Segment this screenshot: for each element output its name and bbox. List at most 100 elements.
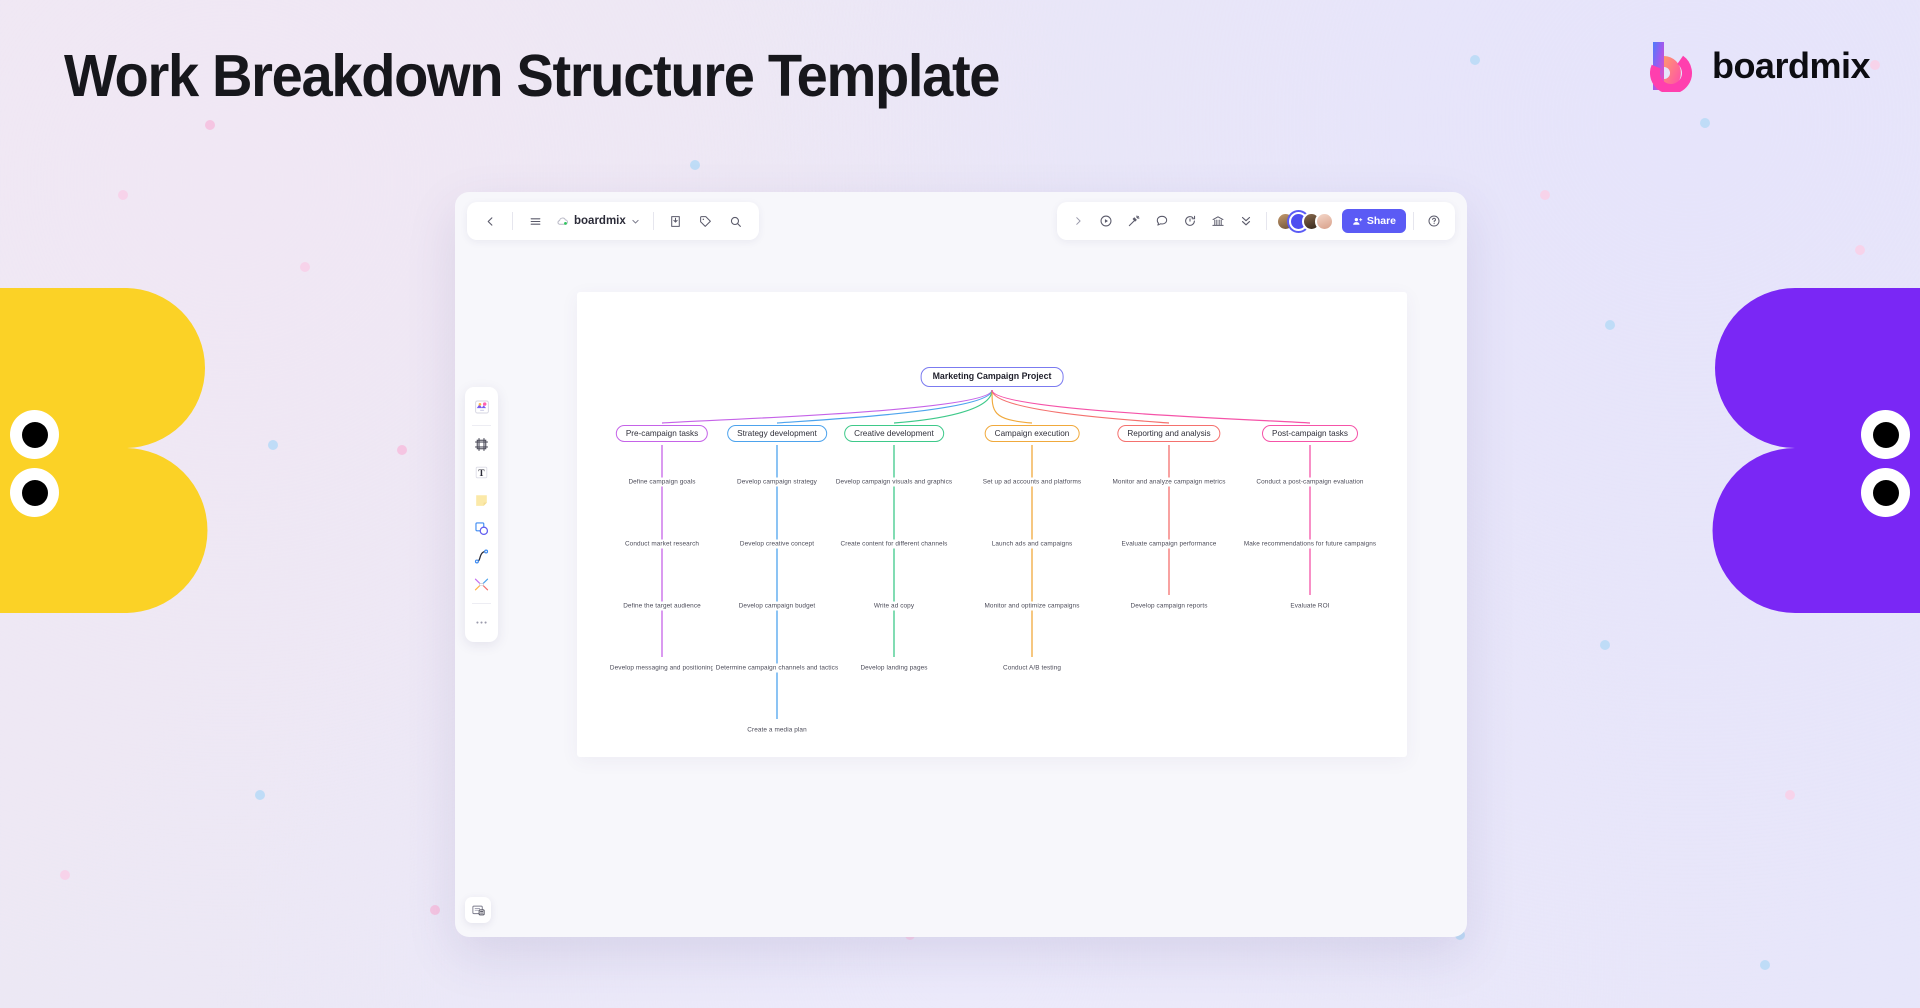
- timer-icon[interactable]: [1177, 208, 1203, 234]
- connector-icon: [474, 578, 489, 591]
- background-dot: [1605, 320, 1615, 330]
- mindmap-leaf-node[interactable]: Develop landing pages: [857, 663, 931, 673]
- pen-curve-icon: [474, 549, 489, 564]
- background-dot: [1600, 640, 1610, 650]
- search-icon[interactable]: [723, 208, 749, 234]
- mindmap-leaf-node[interactable]: Develop campaign reports: [1127, 601, 1211, 611]
- mindmap-leaf-node[interactable]: Develop campaign visuals and graphics: [832, 477, 956, 487]
- eye-upper: [1861, 410, 1910, 459]
- shape-tool[interactable]: [469, 516, 494, 541]
- chevron-right-icon[interactable]: [1065, 208, 1091, 234]
- mindmap-leaf-node[interactable]: Evaluate ROI: [1287, 601, 1333, 611]
- purple-character: [1710, 288, 1920, 613]
- divider: [472, 425, 491, 426]
- share-user-icon: [1353, 217, 1363, 225]
- mindmap-leaf-node[interactable]: Define campaign goals: [625, 477, 699, 487]
- shape-icon: [475, 522, 489, 536]
- eye-lower: [1861, 468, 1910, 517]
- left-tool-palette: T: [465, 387, 498, 642]
- background-dot: [1855, 245, 1865, 255]
- menu-icon[interactable]: [522, 208, 548, 234]
- mindmap-leaf-node[interactable]: Monitor and analyze campaign metrics: [1109, 477, 1229, 487]
- background-dot: [1540, 190, 1550, 200]
- templates-tool[interactable]: [469, 394, 494, 419]
- background-dot: [300, 262, 310, 272]
- boardmix-logo-text: boardmix: [1711, 45, 1871, 86]
- background-dot: [430, 905, 440, 915]
- mindmap-leaf-node[interactable]: Create content for different channels: [837, 539, 951, 549]
- background-dot: [1760, 960, 1770, 970]
- mindmap-connector: [991, 389, 1170, 424]
- help-icon[interactable]: [1421, 208, 1447, 234]
- boardmix-app-window: boardmix: [455, 192, 1467, 937]
- mindmap-leaf-node[interactable]: Define the target audience: [620, 601, 704, 611]
- pen-tool[interactable]: [469, 544, 494, 569]
- mindmap-branch-node[interactable]: Pre-campaign tasks: [615, 425, 709, 443]
- mindmap-leaf-node[interactable]: Develop creative concept: [736, 539, 818, 549]
- sticky-note-icon: [476, 495, 487, 506]
- file-name-chip[interactable]: boardmix: [552, 215, 644, 228]
- mindmap-leaf-node[interactable]: Conduct market research: [621, 539, 703, 549]
- cloud-icon: [557, 217, 568, 225]
- background-dot: [690, 160, 700, 170]
- mindmap-leaf-node[interactable]: Conduct a post-campaign evaluation: [1253, 477, 1367, 487]
- back-icon[interactable]: [477, 208, 503, 234]
- collapse-icon[interactable]: [1233, 208, 1259, 234]
- mindmap-connector: [991, 389, 1311, 424]
- background-dot: [1470, 55, 1480, 65]
- boardmix-logo-icon: [1649, 42, 1692, 92]
- avatar[interactable]: [1314, 211, 1334, 231]
- mindmap-leaf-node[interactable]: Set up ad accounts and platforms: [979, 477, 1085, 487]
- tag-icon[interactable]: [693, 208, 719, 234]
- mindmap-leaf-node[interactable]: Develop messaging and positioning: [606, 663, 718, 673]
- frame-tool[interactable]: [469, 432, 494, 457]
- mindmap-leaf-node[interactable]: Evaluate campaign performance: [1118, 539, 1220, 549]
- divider: [1265, 212, 1267, 230]
- mindmap-leaf-node[interactable]: Write ad copy: [870, 601, 918, 611]
- mindmap-leaf-node[interactable]: Develop campaign budget: [735, 601, 819, 611]
- divider: [512, 212, 513, 230]
- magic-icon[interactable]: [1121, 208, 1147, 234]
- background-dot: [1700, 118, 1710, 128]
- more-tool[interactable]: [469, 610, 494, 635]
- mindmap-leaf-node[interactable]: Monitor and optimize campaigns: [981, 601, 1083, 611]
- mindmap-branch-node[interactable]: Post-campaign tasks: [1262, 425, 1358, 443]
- eye-lower: [10, 468, 59, 517]
- svg-text:T: T: [478, 468, 484, 478]
- mindmap-root-node[interactable]: Marketing Campaign Project: [920, 367, 1064, 387]
- mindmap-branch-node[interactable]: Campaign execution: [984, 425, 1080, 443]
- share-button[interactable]: Share: [1341, 209, 1406, 233]
- mindmap-connectors: [661, 389, 1311, 719]
- mindmap-branch-node[interactable]: Creative development: [844, 425, 944, 443]
- mindmap-branch-node[interactable]: Strategy development: [727, 425, 827, 443]
- present-icon[interactable]: [1093, 208, 1119, 234]
- bank-icon[interactable]: [1205, 208, 1231, 234]
- collaborator-avatars[interactable]: [1275, 211, 1334, 231]
- connector-tool[interactable]: [469, 572, 494, 597]
- background-dot: [268, 440, 278, 450]
- purple-blob-shape: [1712, 288, 1920, 613]
- mindmap-connector: [893, 389, 993, 424]
- text-icon: T: [475, 466, 488, 479]
- mindmap-leaf-node[interactable]: Create a media plan: [744, 725, 810, 735]
- background-dot: [397, 445, 407, 455]
- divider: [1413, 212, 1414, 230]
- sticky-note-tool[interactable]: [469, 488, 494, 513]
- file-name-label: boardmix: [574, 215, 626, 227]
- background-dot: [1870, 60, 1880, 70]
- mindmap-leaf-node[interactable]: Make recommendations for future campaign…: [1240, 539, 1380, 549]
- comment-icon[interactable]: [1149, 208, 1175, 234]
- mindmap-leaf-node[interactable]: Develop campaign strategy: [734, 477, 820, 487]
- mindmap-branch-node[interactable]: Reporting and analysis: [1117, 425, 1221, 443]
- text-tool[interactable]: T: [469, 460, 494, 485]
- chevron-down-icon[interactable]: [631, 217, 640, 226]
- mindmap-leaf-node[interactable]: Determine campaign channels and tactics: [712, 663, 842, 673]
- mindmap-leaf-node[interactable]: Conduct A/B testing: [999, 663, 1065, 673]
- slides-button[interactable]: [465, 897, 491, 923]
- divider: [652, 212, 654, 230]
- divider: [472, 603, 491, 604]
- mindmap-leaf-node[interactable]: Launch ads and campaigns: [988, 539, 1076, 549]
- export-icon[interactable]: [663, 208, 689, 234]
